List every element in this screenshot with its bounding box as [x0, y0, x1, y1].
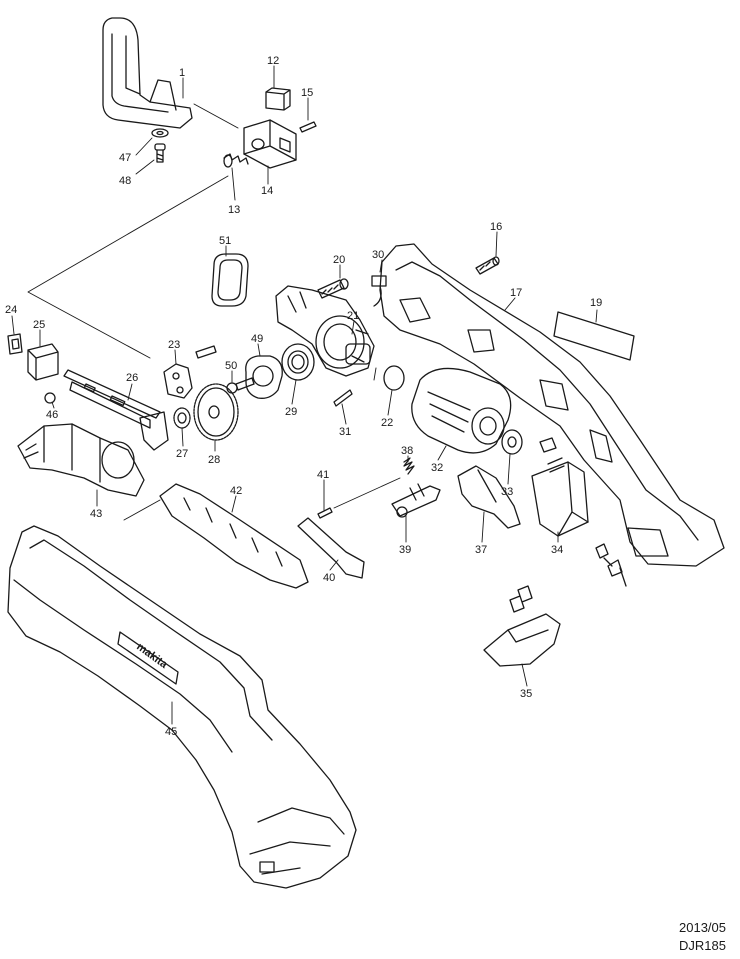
callout-22: 22 [381, 417, 393, 429]
part-29-bearing [281, 343, 315, 381]
callout-51: 51 [219, 235, 231, 247]
callout-15: 15 [301, 87, 313, 99]
callout-48: 48 [119, 175, 131, 187]
part-24-cap [7, 333, 23, 355]
callout-33: 33 [501, 486, 513, 498]
part-47-washer [151, 128, 169, 138]
callout-24: 24 [5, 304, 17, 316]
callout-43: 43 [90, 508, 102, 520]
part-51-oring [211, 253, 249, 307]
callout-30: 30 [372, 249, 384, 261]
part-48-screw [154, 143, 166, 163]
part-45-main-housing [7, 525, 357, 889]
part-15-pin [299, 121, 317, 133]
part-14-holder [243, 119, 297, 169]
part-33-fan [501, 429, 523, 455]
part-31-pin [333, 389, 353, 407]
callout-31: 31 [339, 426, 351, 438]
footer-model: DJR185 [679, 938, 726, 953]
callout-47: 47 [119, 152, 131, 164]
part-35-cover [483, 585, 561, 667]
part-39-lever [391, 483, 441, 518]
part-27-pinion [173, 407, 191, 429]
part-42-rail [159, 483, 309, 589]
part-13-spring [223, 153, 249, 168]
part-38-spring [403, 457, 415, 475]
part-1-hook [102, 17, 193, 129]
footer-date: 2013/05 [679, 920, 726, 935]
callout-numbers: 1 12 15 47 48 13 14 51 20 30 16 17 19 24… [5, 55, 602, 738]
part-20-screw [317, 278, 349, 299]
callout-37: 37 [475, 544, 487, 556]
part-17-housing-half [379, 243, 725, 567]
callout-32: 32 [431, 462, 443, 474]
part-19-label [553, 311, 635, 361]
callout-25: 25 [33, 319, 45, 331]
callout-26: 26 [126, 372, 138, 384]
part-30-terminal [371, 275, 387, 307]
part-32-motor [411, 367, 512, 454]
callout-41: 41 [317, 469, 329, 481]
part-28-gear [193, 383, 239, 441]
callout-34: 34 [551, 544, 563, 556]
part-46-ring [44, 392, 56, 404]
wire-connectors [595, 543, 627, 587]
callout-1: 1 [179, 67, 185, 79]
part-25-block [27, 343, 59, 381]
callout-23: 23 [168, 339, 180, 351]
part-12-clip [265, 87, 291, 111]
callout-29: 29 [285, 406, 297, 418]
callout-14: 14 [261, 185, 273, 197]
callout-46: 46 [46, 409, 58, 421]
callout-12: 12 [267, 55, 279, 67]
callout-45: 45 [165, 726, 177, 738]
part-49-gasket [245, 355, 283, 399]
callout-27: 27 [176, 448, 188, 460]
part-34-switch [531, 437, 589, 537]
part-22-oring [383, 365, 405, 391]
part-40-lever [297, 517, 365, 579]
callout-17: 17 [510, 287, 522, 299]
part-41-pin [317, 507, 333, 519]
callout-40: 40 [323, 572, 335, 584]
callout-28: 28 [208, 454, 220, 466]
part-43-clamp-assembly [17, 423, 145, 497]
part-21-gear-housing [275, 285, 375, 377]
callout-labels [11, 65, 598, 725]
callout-13: 13 [228, 204, 240, 216]
callout-50: 50 [225, 360, 237, 372]
callout-21: 21 [347, 310, 359, 322]
callout-38: 38 [401, 445, 413, 457]
part-26-slider-rod [63, 369, 169, 451]
part-16-screw [475, 256, 500, 275]
callout-39: 39 [399, 544, 411, 556]
callout-49: 49 [251, 333, 263, 345]
callout-20: 20 [333, 254, 345, 266]
callout-16: 16 [490, 221, 502, 233]
part-37-trigger [457, 465, 521, 529]
callout-19: 19 [590, 297, 602, 309]
callout-35: 35 [520, 688, 532, 700]
callout-42: 42 [230, 485, 242, 497]
